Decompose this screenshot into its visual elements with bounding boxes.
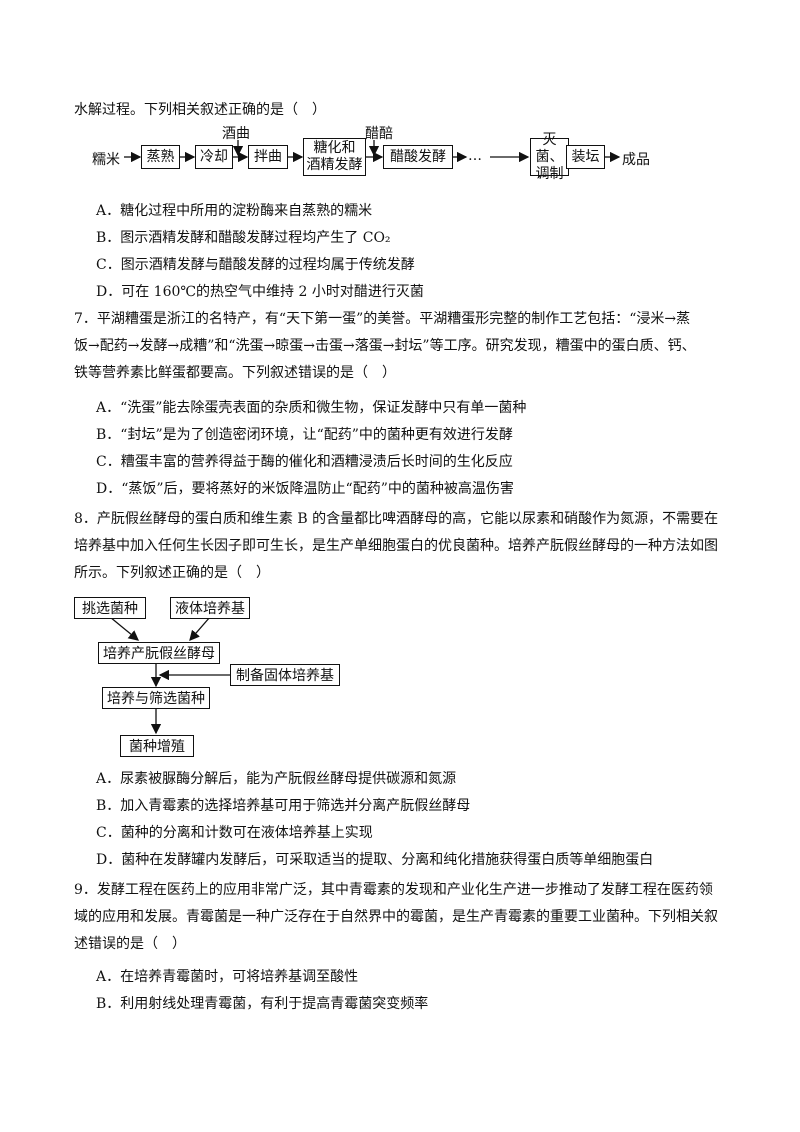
flow-step-mix: 拌曲 [248,145,288,169]
q8-option-d: D．菌种在发酵罐内发酵后，可采取适当的提取、分离和纯化措施获得蛋白质等单细胞蛋白 [96,852,654,868]
q7-option-b: B．“封坛”是为了创造密闭环境，让“配药”中的菌种更有效进行发酵 [96,427,513,443]
q6-option-c: C．图示酒精发酵与醋酸发酵的过程均属于传统发酵 [96,257,415,273]
q8-option-a: A．尿素被脲酶分解后，能为产朊假丝酵母提供碳源和氮源 [96,771,457,787]
q9-stem-line3: 述错误的是（ ） [74,936,186,952]
flow-step-jar: 装坛 [566,145,605,169]
q7-stem-line2: 饭→配药→发酵→成糟”和“洗蛋→晾蛋→击蛋→落蛋→封坛”等工序。研究发现，糟蛋中… [74,338,696,354]
flow-culture: 培养产朊假丝酵母 [98,642,220,664]
flow-step-steam: 蒸熟 [141,145,180,169]
q7-option-a: A．“洗蛋”能去除蛋壳表面的杂质和微生物，保证发酵中只有单一菌种 [96,400,527,416]
flow-step-saccharify: 糖化和酒精发酵 [303,138,366,176]
flow-screen: 培养与筛选菌种 [102,687,210,709]
flow-propagate: 菌种增殖 [120,735,194,757]
q7-stem-line3: 铁等营养素比鲜蛋都要高。下列叙述错误的是（ ） [74,365,396,381]
q6-option-a: A．糖化过程中所用的淀粉酶来自蒸熟的糯米 [96,203,373,219]
q6-option-d: D．可在 160℃的热空气中维持 2 小时对醋进行灭菌 [96,284,424,300]
flow-end: 成品 [622,152,650,168]
flow-solid-medium: 制备固体培养基 [230,664,340,686]
flow-input-jiuqu: 酒曲 [222,126,250,142]
flow-input-cupei: 醋醅 [365,126,393,142]
flow-step-acetic: 醋酸发酵 [383,145,453,169]
q8-stem-line3: 所示。下列叙述正确的是（ ） [74,565,270,581]
q7-option-c: C．糟蛋丰富的营养得益于酶的催化和酒糟浸渍后长时间的生化反应 [96,454,513,470]
flow-start: 糯米 [92,152,120,168]
q6-stem: 水解过程。下列相关叙述正确的是（ ） [74,102,326,118]
flow-select-strain: 挑选菌种 [74,597,146,619]
q9-stem-line2: 域的应用和发展。青霉菌是一种广泛存在于自然界中的霉菌，是生产青霉素的重要工业菌种… [74,909,718,925]
q7-option-d: D．“蒸饭”后，要将蒸好的米饭降温防止“配药”中的菌种被高温伤害 [96,481,514,497]
flow-liquid-medium: 液体培养基 [170,597,250,619]
q9-option-b: B．利用射线处理青霉菌，有利于提高青霉菌突变频率 [96,996,429,1012]
q8-stem-line2: 培养基中加入任何生长因子即可生长，是生产单细胞蛋白的优良菌种。培养产朊假丝酵母的… [74,538,718,554]
flow-step-cool: 冷却 [195,145,233,169]
q9-option-a: A．在培养青霉菌时，可将培养基调至酸性 [96,969,359,985]
q6-option-b: B．图示酒精发酵和醋酸发酵过程均产生了 CO₂ [96,230,391,246]
flow-ellipsis: … [468,148,482,164]
q8-stem-line1: 8．产朊假丝酵母的蛋白质和维生素 B 的含量都比啤酒酵母的高，它能以尿素和硝酸作… [74,511,719,527]
q8-option-c: C．菌种的分离和计数可在液体培养基上实现 [96,825,373,841]
q7-stem-line1: 7．平湖糟蛋是浙江的名特产，有“天下第一蛋”的美誉。平湖糟蛋形完整的制作工艺包括… [74,311,691,327]
flow-step-sterilize: 灭菌、调制 [530,132,569,182]
q8-option-b: B．加入青霉素的选择培养基可用于筛选并分离产朊假丝酵母 [96,798,471,814]
q9-stem-line1: 9．发酵工程在医药上的应用非常广泛，其中青霉素的发现和产业化生产进一步推动了发酵… [74,882,713,898]
